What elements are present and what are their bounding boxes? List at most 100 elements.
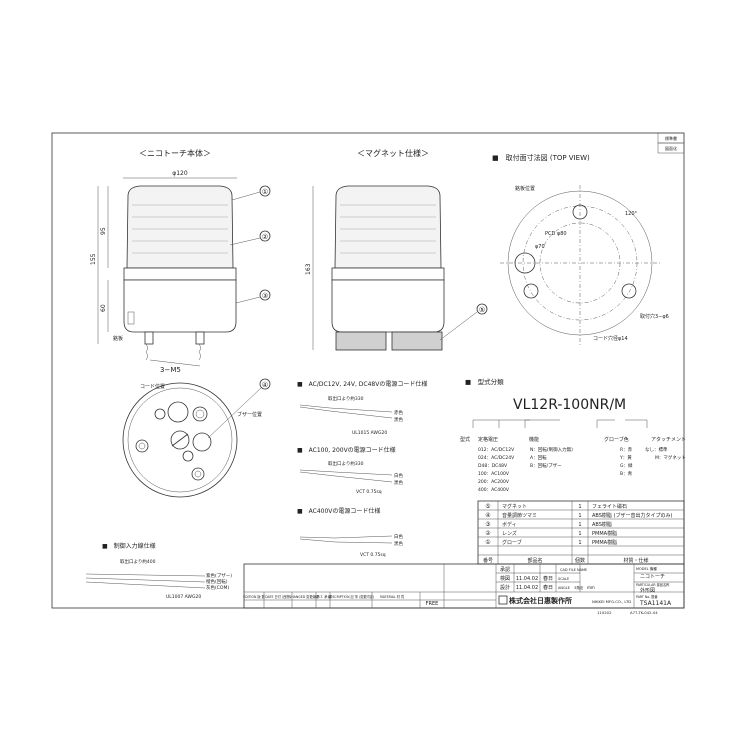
- nameplate-label: 銘板: [113, 335, 123, 342]
- svg-text:⑤: ⑤: [485, 503, 490, 510]
- corner-box-2: [657, 142, 685, 154]
- svg-text:CAD FILE NAME: CAD FILE NAME: [560, 568, 587, 572]
- svg-text:200：AC200V: 200：AC200V: [478, 479, 510, 485]
- cord-spec-2: ■ AC100, 200Vの電源コード仕様 取出口より約330 白色 黒色 VC…: [297, 446, 403, 495]
- svg-text:④: ④: [485, 512, 490, 519]
- svg-text:取出口より約400: 取出口より約400: [120, 558, 156, 565]
- svg-text:機能: 機能: [529, 436, 539, 443]
- mount-top-view: 銘板位置 PCD φ80 φ70 120° 取付穴3−φ6 コード穴径φ14: [500, 185, 669, 345]
- cord-hole: [514, 252, 536, 274]
- magnet-left: [335, 331, 387, 351]
- svg-text:検図: 検図: [500, 575, 510, 582]
- svg-text:■ AC400Vの電源コード仕様: ■ AC400Vの電源コード仕様: [297, 507, 380, 515]
- svg-text:グローブ: グローブ: [502, 539, 522, 546]
- mount-hole-right: [621, 283, 637, 299]
- svg-text:B：青: B：青: [620, 470, 633, 477]
- svg-text:型式: 型式: [460, 436, 470, 443]
- control-input-spec: ■ 制御入力線仕様 取出口より約400 紫色(ブザー) 橙色(回転) 灰色(CO…: [85, 542, 232, 600]
- phi70-label: φ70: [535, 244, 545, 250]
- svg-text:灰色(COM): 灰色(COM): [206, 584, 229, 591]
- svg-text:ABS樹脂: ABS樹脂: [592, 521, 612, 528]
- cord-spec-1: ■ AC/DC12V, 24V, DC48Vの電源コード仕様 取出口より約330…: [297, 380, 427, 436]
- svg-text:1: 1: [578, 513, 581, 519]
- svg-text:11.04.02: 11.04.02: [516, 576, 538, 582]
- svg-text:PARTICULAR 部品名称: PARTICULAR 部品名称: [636, 582, 670, 587]
- parts-table: ⑤ マグネット 1 フェライト磁石 ④ 音量調節ツマミ 1 ABS樹脂 (ブザー…: [477, 500, 685, 565]
- svg-text:012：AC/DC12V: 012：AC/DC12V: [478, 447, 515, 453]
- svg-text:④: ④: [262, 381, 268, 389]
- cord-position-label: コード位置: [140, 383, 165, 390]
- svg-text:VCT 0.75sq: VCT 0.75sq: [360, 552, 386, 558]
- svg-text:②: ②: [262, 233, 268, 241]
- svg-text:N：回転(制御入力無): N：回転(制御入力無): [530, 446, 573, 453]
- part-number: TSA1141A: [639, 600, 672, 607]
- svg-text:1: 1: [578, 531, 581, 537]
- svg-text:PART No. 図番: PART No. 図番: [636, 594, 658, 599]
- svg-text:Y：黄: Y：黄: [619, 454, 632, 461]
- svg-text:DESCRIPTION 記 事 (変更内容): DESCRIPTION 記 事 (変更内容): [328, 594, 374, 599]
- svg-text:PMMA樹脂: PMMA樹脂: [592, 539, 617, 546]
- svg-text:橙色(回転): 橙色(回転): [206, 578, 228, 585]
- svg-text:■ AC100, 200Vの電源コード仕様: ■ AC100, 200Vの電源コード仕様: [297, 446, 396, 454]
- part-name: 外形図: [640, 587, 655, 594]
- body-bottom-view: コード位置 ブザー位置 ④: [122, 378, 271, 498]
- volume-knob: [192, 432, 212, 452]
- buzzer-position-label: ブザー位置: [237, 411, 262, 418]
- svg-text:■ 制御入力線仕様: ■ 制御入力線仕様: [102, 542, 156, 550]
- svg-text:1: 1: [578, 540, 581, 546]
- svg-text:黒色: 黒色: [394, 416, 403, 423]
- svg-text:PMMA樹脂: PMMA樹脂: [592, 530, 617, 537]
- magnet-view-title: ＜マグネット仕様＞: [357, 148, 429, 158]
- svg-text:春日: 春日: [543, 575, 553, 582]
- magnet-front-view: 163 ⑤: [305, 185, 488, 351]
- balloon-1: [259, 185, 271, 197]
- body-view-title: ＜ニコトーチ本体＞: [139, 148, 211, 158]
- svg-text:ANGLE: ANGLE: [558, 586, 570, 590]
- svg-text:MODEL 機種: MODEL 機種: [636, 566, 657, 571]
- svg-text:ボディ: ボディ: [502, 521, 517, 528]
- company-name: 株式会社日惠製作所: [509, 596, 572, 605]
- magnet-right: [391, 331, 443, 351]
- svg-text:1: 1: [578, 504, 581, 510]
- svg-text:M：マグネット: M：マグネット: [655, 454, 686, 461]
- svg-text:100：AC100V: 100：AC100V: [478, 471, 510, 477]
- mount-holes-label: 取付穴3−φ6: [640, 313, 669, 320]
- body-shape: [123, 279, 237, 333]
- mount-view-title: ■ 取付面寸法図 (TOP VIEW): [492, 153, 590, 162]
- height-155: 155: [90, 253, 97, 265]
- svg-text:取出口より約330: 取出口より約330: [328, 395, 364, 402]
- model-code: VL12R-100NR/M: [513, 397, 626, 413]
- svg-text:番号: 番号: [483, 557, 493, 564]
- height-60: 60: [100, 304, 107, 312]
- svg-text:R：赤: R：赤: [620, 447, 633, 453]
- svg-text:DATE 日付 (西暦): DATE 日付 (西暦): [265, 594, 291, 599]
- svg-text:D48：DC48V: D48：DC48V: [478, 463, 508, 469]
- svg-text:アタッチメント: アタッチメント: [651, 436, 686, 443]
- svg-text:UL1007 AWG20: UL1007 AWG20: [166, 594, 201, 600]
- svg-text:承認: 承認: [500, 566, 510, 573]
- svg-text:部品名: 部品名: [527, 557, 542, 564]
- mount-hole-left: [523, 283, 539, 299]
- svg-text:ABS樹脂 (ブザー音出力タイプのみ): ABS樹脂 (ブザー音出力タイプのみ): [592, 512, 672, 519]
- svg-text:400：AC400V: 400：AC400V: [478, 487, 510, 493]
- svg-text:B：回転/ブザー: B：回転/ブザー: [530, 462, 562, 469]
- svg-text:春日: 春日: [543, 584, 553, 591]
- corner-label-2: 図面化: [665, 145, 677, 151]
- cord-spec-3: ■ AC400Vの電源コード仕様 白色 黒色 VCT 0.75sq: [297, 507, 403, 558]
- cord-hole-label: コード穴径φ14: [593, 335, 628, 342]
- svg-text:CHANGED 変更処理: CHANGED 変更処理: [289, 594, 320, 599]
- svg-text:G：緑: G：緑: [620, 462, 633, 469]
- balloon-4: [259, 378, 271, 390]
- svg-text:⑤: ⑤: [479, 306, 485, 314]
- svg-text:A.R.T. 承 認: A.R.T. 承 認: [314, 594, 332, 599]
- svg-text:個数: 個数: [575, 557, 585, 564]
- body-front-view: φ120 155 95 60 銘板 3−M5 ① ② ③: [90, 170, 271, 374]
- svg-text:黒色: 黒色: [394, 540, 403, 547]
- svg-text:1: 1: [578, 522, 581, 528]
- svg-text:マグネット: マグネット: [502, 503, 527, 510]
- svg-text:白色: 白色: [394, 533, 403, 540]
- width-dimension: φ120: [172, 170, 188, 177]
- svg-text:MATERIAL 材 質: MATERIAL 材 質: [380, 594, 405, 599]
- svg-text:なし：標準: なし：標準: [645, 446, 668, 453]
